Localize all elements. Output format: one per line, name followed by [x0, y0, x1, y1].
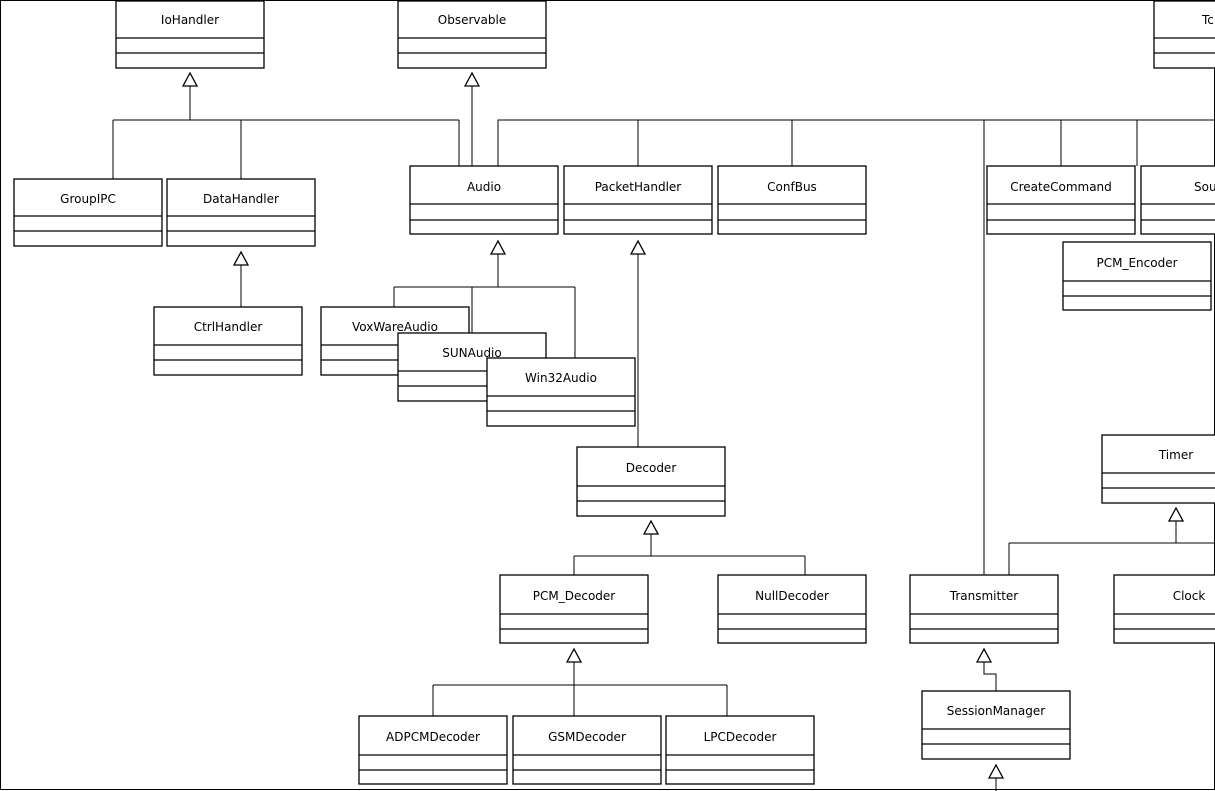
class-name: CtrlHandler [194, 320, 263, 334]
class-box [499, 574, 649, 644]
class-name: SessionManager [947, 704, 1045, 718]
class-box [909, 574, 1059, 644]
class-box [1062, 241, 1212, 311]
class-box [13, 178, 163, 247]
class-name: PacketHandler [595, 180, 682, 194]
timer-triangle-icon [1167, 506, 1185, 522]
class-decoder[interactable]: Decoder [576, 446, 726, 517]
class-box [409, 165, 559, 235]
packethandler-triangle-icon [629, 239, 647, 255]
class-box [1101, 434, 1215, 504]
class-name: Tc [1201, 13, 1214, 27]
iohandler-inheritance-lines [112, 86, 460, 179]
class-observable[interactable]: Observable [397, 0, 547, 69]
class-name: Audio [467, 180, 501, 194]
class-name: Observable [438, 13, 506, 27]
class-createcommand[interactable]: CreateCommand [986, 165, 1136, 235]
class-name: Clock [1173, 589, 1206, 603]
class-box [986, 165, 1136, 235]
class-box [1113, 574, 1215, 644]
class-name: PCM_Decoder [533, 589, 616, 603]
class-nulldecoder[interactable]: NullDecoder [717, 574, 867, 644]
class-pcm-decoder[interactable]: PCM_Decoder [499, 574, 649, 644]
class-sessionmanager[interactable]: SessionManager [921, 690, 1071, 760]
class-name: GSMDecoder [548, 730, 626, 744]
class-name: DataHandler [203, 192, 279, 206]
sessionmanager-triangle-icon [987, 763, 1005, 779]
class-name: VoxWareAudio [352, 320, 438, 334]
class-name: LPCDecoder [704, 730, 777, 744]
class-name: Sou [1194, 180, 1215, 194]
decoder-triangle-icon [642, 519, 660, 535]
class-name: CreateCommand [1010, 180, 1112, 194]
iohandler-triangle-icon [181, 71, 199, 87]
class-box [563, 165, 713, 235]
class-box [1153, 0, 1215, 69]
class-adpcmdecoder[interactable]: ADPCMDecoder [358, 715, 508, 785]
class-tc[interactable]: Tc [1153, 0, 1215, 69]
class-name: ADPCMDecoder [386, 730, 480, 744]
class-name: GroupIPC [60, 192, 116, 206]
class-clock[interactable]: Clock [1113, 574, 1215, 644]
class-name: Win32Audio [525, 371, 597, 385]
class-box [512, 715, 662, 785]
class-box [665, 715, 815, 785]
class-groupipc[interactable]: GroupIPC [13, 178, 163, 247]
audio-triangle-icon [489, 239, 507, 255]
class-box [115, 0, 265, 69]
class-box [153, 306, 303, 376]
class-datahandler[interactable]: DataHandler [166, 178, 316, 247]
inheritance-triangles [181, 71, 1185, 779]
class-box [576, 446, 726, 517]
class-win32audio[interactable]: Win32Audio [486, 357, 636, 427]
pcm-decoder-triangle-icon [565, 647, 583, 663]
observable-triangle-icon [463, 71, 481, 87]
audio-inheritance-lines [393, 254, 576, 358]
connectors [112, 86, 1215, 791]
class-timer[interactable]: Timer [1101, 434, 1215, 504]
class-box [717, 165, 867, 235]
class-box [397, 0, 547, 69]
class-packethandler[interactable]: PacketHandler [563, 165, 713, 235]
class-transmitter[interactable]: Transmitter [909, 574, 1059, 644]
class-audio[interactable]: Audio [409, 165, 559, 235]
class-box [1140, 165, 1215, 235]
transmitter-inheritance-line [983, 662, 997, 691]
class-box [921, 690, 1071, 760]
class-ctrlhandler[interactable]: CtrlHandler [153, 306, 303, 376]
pcm-decoder-inheritance-lines [432, 662, 728, 716]
class-name: PCM_Encoder [1096, 256, 1177, 270]
class-box [717, 574, 867, 644]
decoder-inheritance-lines [573, 534, 806, 575]
class-box [486, 357, 636, 427]
class-name: Timer [1158, 448, 1193, 462]
class-box [166, 178, 316, 247]
timer-inheritance-lines [1008, 521, 1215, 575]
class-confbus[interactable]: ConfBus [717, 165, 867, 235]
class-sou[interactable]: Sou [1140, 165, 1215, 235]
class-pcm-encoder[interactable]: PCM_Encoder [1062, 241, 1212, 311]
class-name: Decoder [626, 461, 677, 475]
datahandler-triangle-icon [232, 250, 250, 266]
class-box [358, 715, 508, 785]
class-lpcdecoder[interactable]: LPCDecoder [665, 715, 815, 785]
class-name: SUNAudio [442, 346, 501, 360]
class-name: Transmitter [949, 589, 1019, 603]
observable-inheritance-lines [471, 86, 1215, 575]
class-iohandler[interactable]: IoHandler [115, 0, 265, 69]
transmitter-triangle-icon [975, 647, 993, 663]
class-name: NullDecoder [755, 589, 829, 603]
class-name: ConfBus [767, 180, 817, 194]
class-name: IoHandler [161, 13, 219, 27]
class-gsmdecoder[interactable]: GSMDecoder [512, 715, 662, 785]
